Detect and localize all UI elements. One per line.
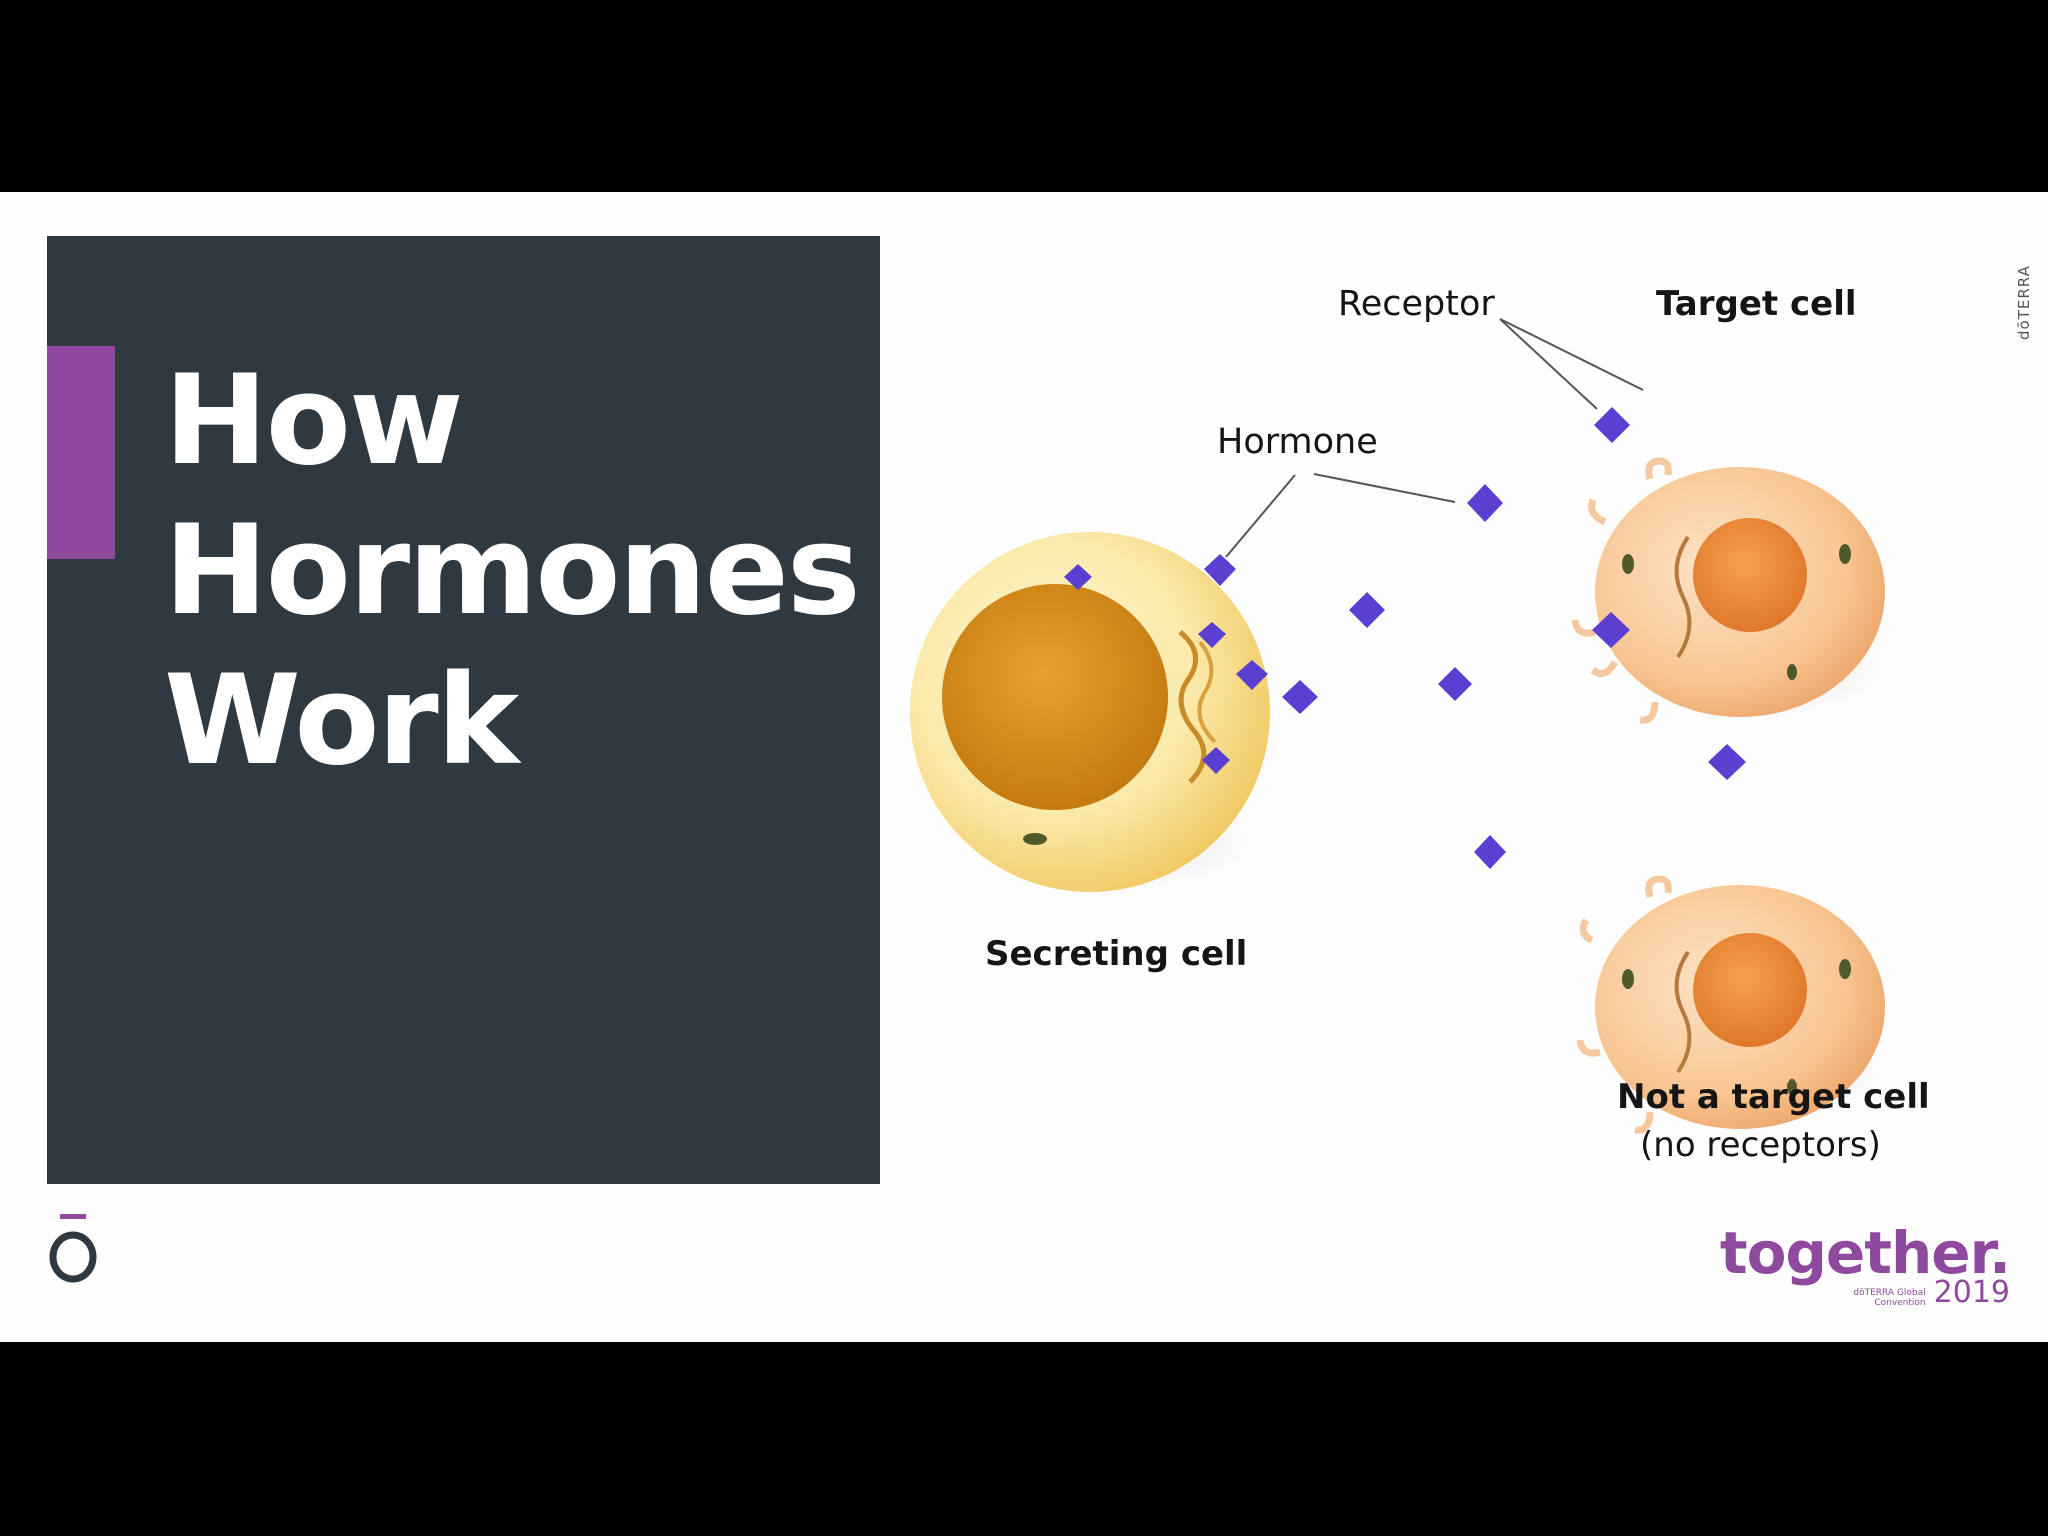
hormone-molecule — [1064, 564, 1092, 590]
hormone-molecule — [1438, 667, 1472, 701]
convention-year: 2019 — [1933, 1275, 2010, 1310]
vertical-brand-text: dōTERRA — [2015, 265, 2033, 340]
doterra-logo-icon — [49, 1214, 97, 1283]
non-target-cell — [1576, 875, 1920, 1134]
receptor-label: Receptor — [1338, 284, 1495, 324]
leader-lines — [1225, 318, 1644, 558]
slide: How Hormones Work — [0, 192, 2048, 1342]
title-line-3: Work — [164, 649, 519, 793]
hormone-molecule — [1594, 407, 1630, 443]
hormone-label: Hormone — [1217, 422, 1378, 462]
accent-bar — [47, 346, 115, 559]
hormone-molecule — [1202, 747, 1230, 774]
hormone-molecule — [1708, 744, 1746, 780]
secreting-cell — [910, 532, 1290, 902]
secreting-cell-label: Secreting cell — [985, 934, 1248, 974]
hormone-molecule — [1592, 612, 1630, 648]
slide-title: How Hormones Work — [164, 346, 861, 796]
diagram-illustration — [910, 318, 1920, 1134]
target-cell-label: Target cell — [1656, 284, 1857, 324]
not-target-cell-label: Not a target cell — [1617, 1077, 1930, 1117]
together-logo: together. dōTERRA Global Convention 2019 — [1719, 1219, 2011, 1310]
hormone-molecule — [1236, 660, 1268, 690]
convention-line-2: Convention — [1874, 1298, 1926, 1308]
together-word: together. — [1719, 1219, 2011, 1287]
hormone-molecule — [1474, 835, 1506, 869]
title-line-1: How — [164, 349, 464, 493]
target-cell — [1571, 457, 1920, 727]
convention-text: dōTERRA Global Convention — [1853, 1288, 1925, 1308]
hormone-molecules — [1064, 407, 1746, 869]
no-receptors-label: (no receptors) — [1640, 1125, 1881, 1165]
hormone-molecule — [1282, 680, 1318, 714]
title-panel: How Hormones Work — [47, 236, 880, 1184]
convention-line-1: dōTERRA Global — [1853, 1288, 1926, 1298]
hormone-molecule — [1204, 554, 1236, 586]
hormone-diagram: Receptor Target cell Hormone Secreting c… — [880, 192, 2048, 1342]
hormone-molecule — [1467, 484, 1503, 522]
together-subline: dōTERRA Global Convention 2019 — [1720, 1275, 2010, 1310]
title-line-2: Hormones — [164, 499, 861, 643]
hormone-molecule — [1198, 622, 1226, 648]
hormone-molecule — [1349, 592, 1385, 628]
